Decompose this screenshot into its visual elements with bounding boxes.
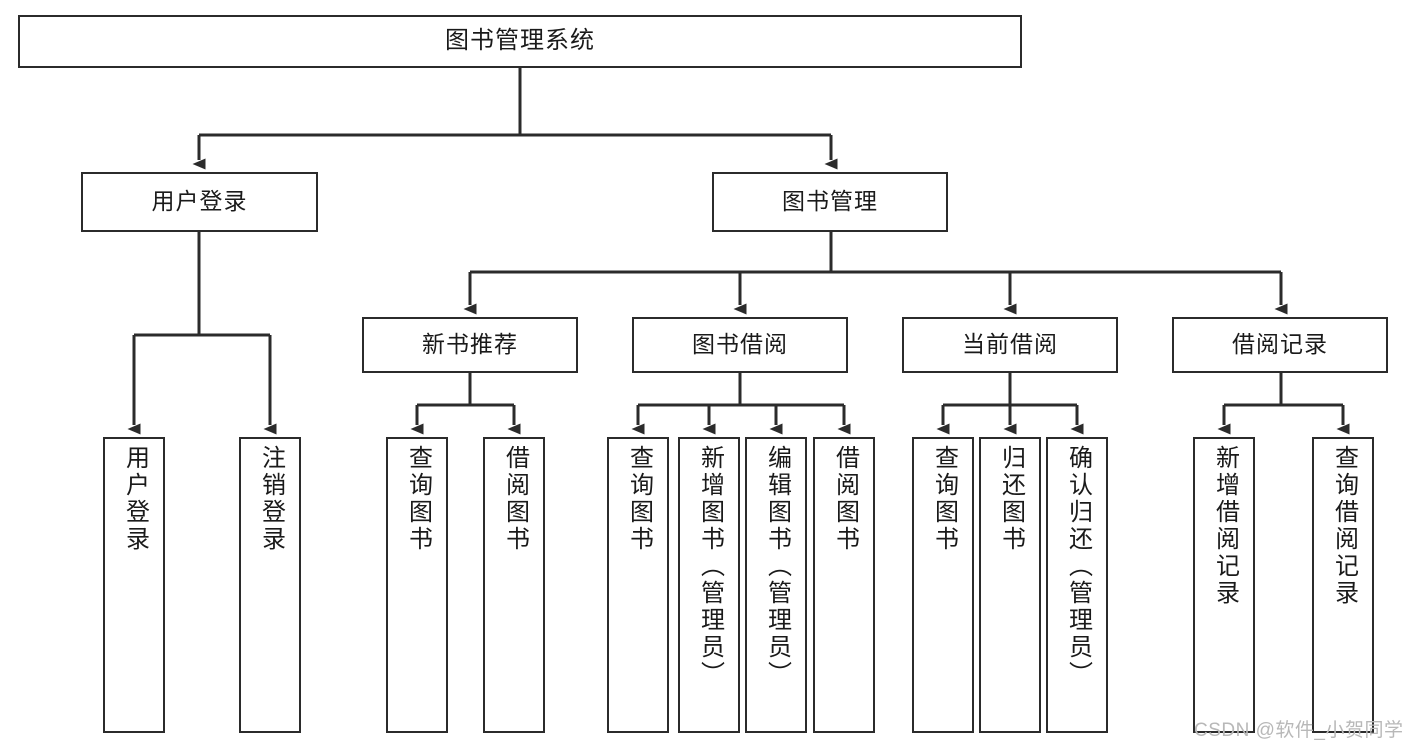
- leaf-query-book-3-label: 查询图书: [930, 445, 958, 553]
- node-root-label: 图书管理系统: [445, 27, 595, 55]
- leaf-logout[interactable]: 注销登录: [239, 437, 301, 733]
- leaf-confirm-return-label: 确认归还（管理员）: [1064, 445, 1092, 688]
- leaf-borrow-book-2-label: 借阅图书: [831, 445, 859, 553]
- leaf-user-login[interactable]: 用户登录: [103, 437, 165, 733]
- leaf-borrow-book-1[interactable]: 借阅图书: [483, 437, 545, 733]
- leaf-query-record-label: 查询借阅记录: [1330, 445, 1358, 607]
- csdn-watermark: CSDN @软件_小贺同学: [1194, 720, 1404, 741]
- node-book-borrow-label: 图书借阅: [692, 331, 788, 358]
- node-book-borrow[interactable]: 图书借阅: [632, 317, 848, 373]
- node-new-book-recommend-label: 新书推荐: [422, 331, 518, 358]
- leaf-confirm-return[interactable]: 确认归还（管理员）: [1046, 437, 1108, 733]
- leaf-edit-book[interactable]: 编辑图书（管理员）: [745, 437, 807, 733]
- leaf-borrow-book-1-label: 借阅图书: [501, 445, 529, 553]
- node-borrow-record[interactable]: 借阅记录: [1172, 317, 1388, 373]
- leaf-edit-book-label: 编辑图书（管理员）: [763, 445, 791, 688]
- leaf-return-book[interactable]: 归还图书: [979, 437, 1041, 733]
- leaf-query-book-2-label: 查询图书: [625, 445, 653, 553]
- leaf-return-book-label: 归还图书: [997, 445, 1025, 553]
- node-new-book-recommend[interactable]: 新书推荐: [362, 317, 578, 373]
- node-user-login[interactable]: 用户登录: [81, 172, 318, 232]
- leaf-query-book-3[interactable]: 查询图书: [912, 437, 974, 733]
- node-borrow-record-label: 借阅记录: [1232, 331, 1328, 358]
- leaf-query-book-2[interactable]: 查询图书: [607, 437, 669, 733]
- node-current-borrow-label: 当前借阅: [962, 331, 1058, 358]
- node-user-login-label: 用户登录: [151, 188, 248, 215]
- leaf-add-record-label: 新增借阅记录: [1211, 445, 1239, 607]
- node-current-borrow[interactable]: 当前借阅: [902, 317, 1118, 373]
- leaf-query-book-1[interactable]: 查询图书: [386, 437, 448, 733]
- node-book-management[interactable]: 图书管理: [712, 172, 948, 232]
- node-book-management-label: 图书管理: [782, 188, 878, 215]
- leaf-borrow-book-2[interactable]: 借阅图书: [813, 437, 875, 733]
- leaf-user-login-label: 用户登录: [121, 445, 149, 553]
- node-root[interactable]: 图书管理系统: [18, 15, 1022, 68]
- leaf-query-book-1-label: 查询图书: [404, 445, 432, 553]
- leaf-add-record[interactable]: 新增借阅记录: [1193, 437, 1255, 733]
- leaf-query-record[interactable]: 查询借阅记录: [1312, 437, 1374, 733]
- leaf-logout-label: 注销登录: [257, 445, 285, 553]
- leaf-add-book-label: 新增图书（管理员）: [696, 445, 724, 688]
- leaf-add-book[interactable]: 新增图书（管理员）: [678, 437, 740, 733]
